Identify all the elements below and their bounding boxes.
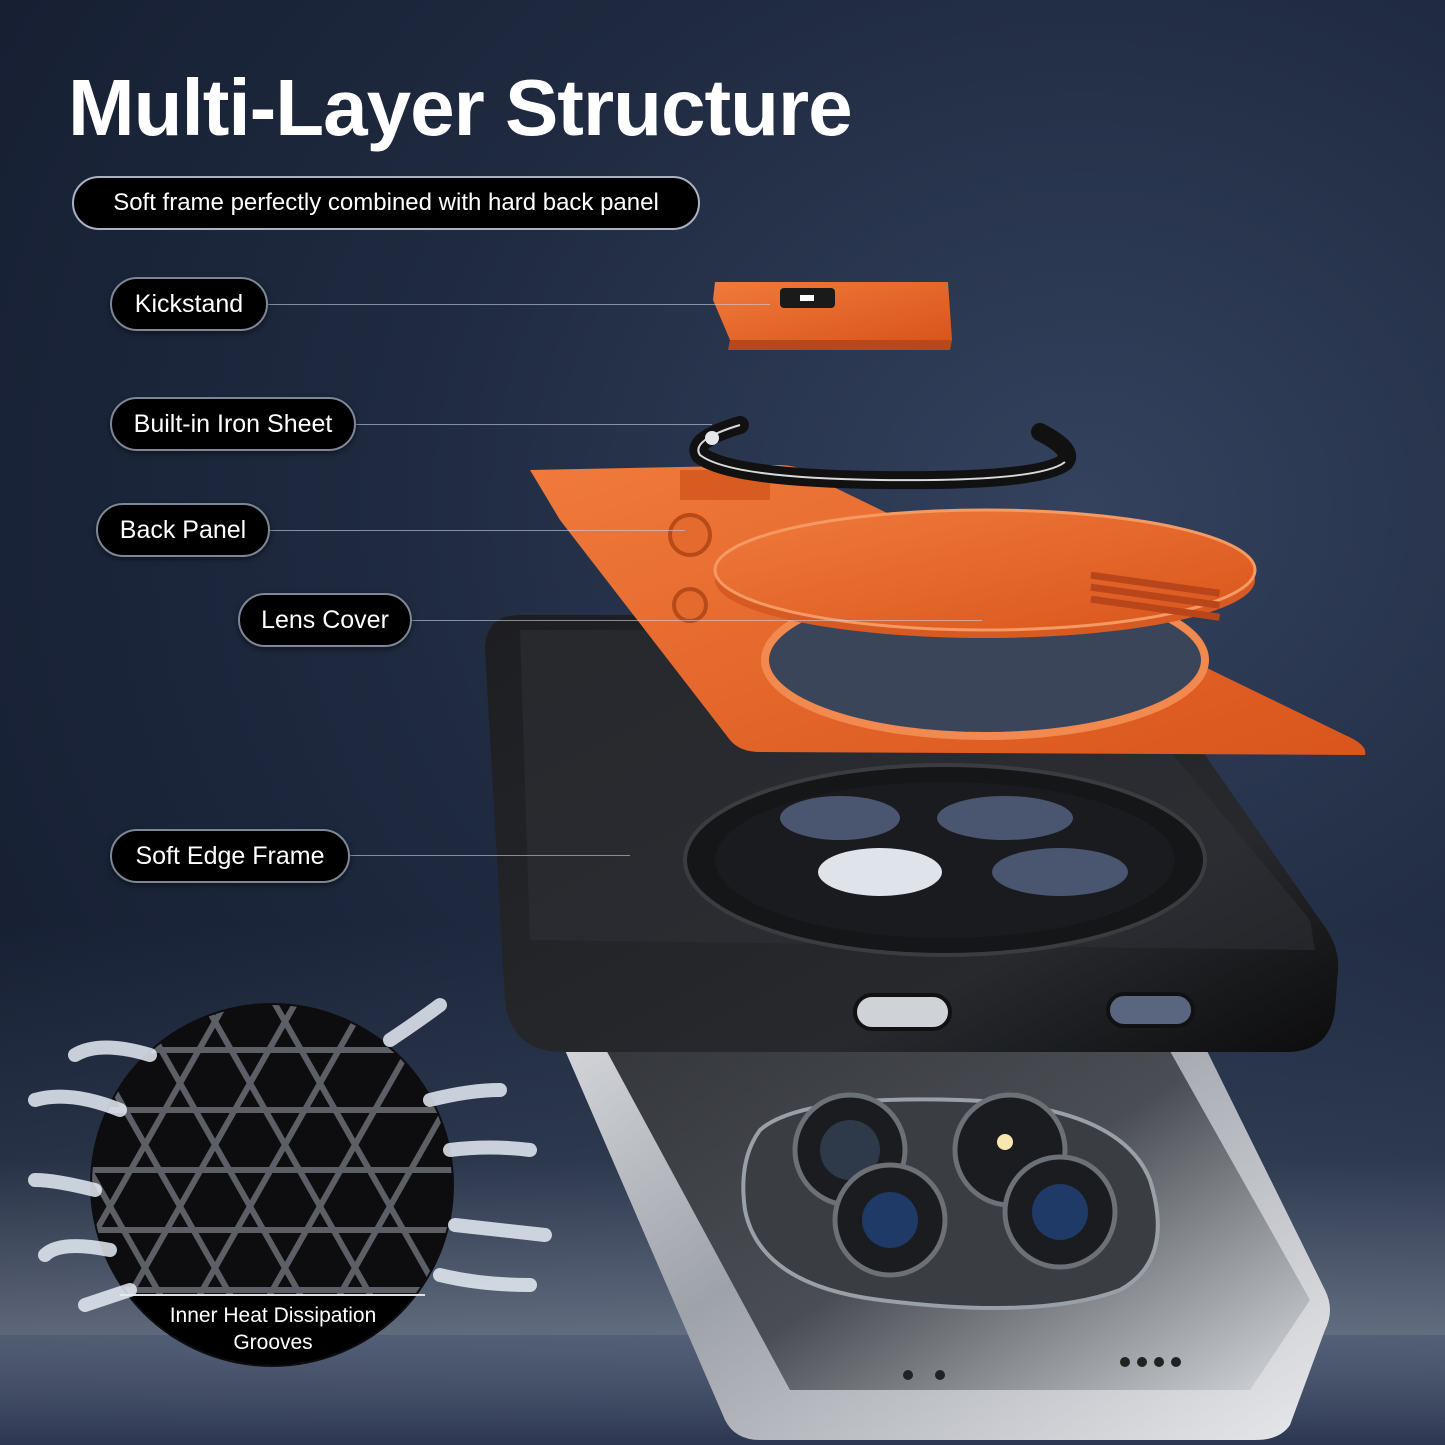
back-panel: [530, 465, 1366, 755]
page-title: Multi-Layer Structure: [68, 63, 853, 152]
callout-kickstand: Kickstand: [110, 277, 268, 331]
callout-lens-cover: Lens Cover: [238, 593, 412, 647]
lens-cover-leader-line: [412, 620, 982, 621]
built-in-iron-sheet: [689, 416, 1077, 490]
iron-sheet-leader-line: [356, 424, 712, 425]
callout-soft-edge-frame: Soft Edge Frame: [110, 829, 350, 883]
heat-dissipation-label: Inner Heat Dissipation Grooves: [120, 1302, 426, 1356]
frame-leader-line: [350, 855, 630, 856]
kickstand: [713, 282, 952, 350]
heat-label-line1: Inner Heat Dissipation: [169, 1304, 377, 1327]
heat-label-line2: Grooves: [233, 1331, 313, 1354]
kickstand-leader-line: [268, 304, 770, 305]
callout-back-panel: Back Panel: [96, 503, 270, 557]
back-panel-leader-line: [270, 530, 685, 531]
subtitle-badge: Soft frame perfectly combined with hard …: [72, 176, 700, 230]
callout-iron-sheet: Built-in Iron Sheet: [110, 397, 356, 451]
